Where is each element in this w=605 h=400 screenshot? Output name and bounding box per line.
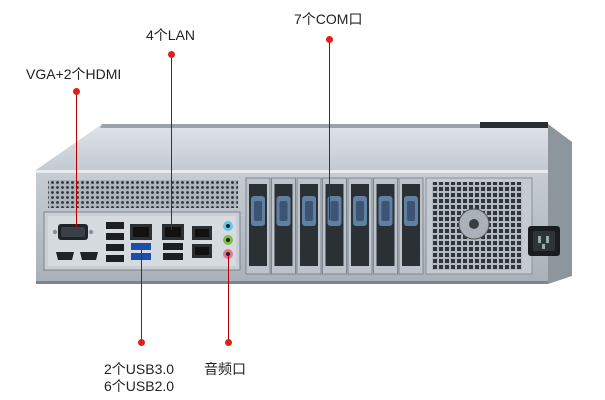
leader-com (329, 40, 330, 220)
callout-audio: 音频口 (204, 361, 246, 377)
leader-vga (76, 92, 77, 228)
callout-usb-line2: 6个USB2.0 (104, 378, 175, 394)
dot-usb (138, 339, 145, 346)
leader-audio (228, 256, 229, 342)
io-shield (43, 211, 241, 271)
com-port-pins (381, 201, 390, 221)
usb2-ports-right (163, 243, 183, 260)
leader-usb (141, 250, 142, 342)
chassis-top (36, 122, 548, 170)
expansion-slots (245, 177, 424, 275)
lan-port-2 (162, 224, 184, 240)
lan-ports-3-4 (192, 226, 212, 258)
vent-grid (48, 180, 238, 208)
callout-vga-hdmi: VGA+2个HDMI (26, 66, 122, 82)
dot-lan (168, 51, 175, 58)
com-port-pins (254, 201, 262, 221)
callout-com: 7个COM口 (294, 11, 363, 27)
dot-com (326, 36, 333, 43)
chassis-side (548, 124, 572, 284)
com-port-pins (356, 201, 364, 221)
callout-usb-line1: 2个USB3.0 (104, 361, 175, 377)
usb2-ports-left (106, 222, 124, 262)
com-port-pins (407, 201, 415, 221)
power-supply (425, 177, 560, 275)
com-port-pins (279, 201, 288, 221)
hdmi-ports (56, 252, 98, 260)
lan-port-1 (130, 224, 152, 240)
leader-lan (171, 55, 172, 230)
com-port-pins (305, 201, 313, 221)
vga-port (52, 224, 94, 240)
dot-vga (73, 88, 80, 95)
com-port-pins (330, 201, 339, 221)
audio-jacks (223, 221, 233, 259)
callout-lan: 4个LAN (146, 27, 196, 43)
dot-audio (225, 339, 232, 346)
